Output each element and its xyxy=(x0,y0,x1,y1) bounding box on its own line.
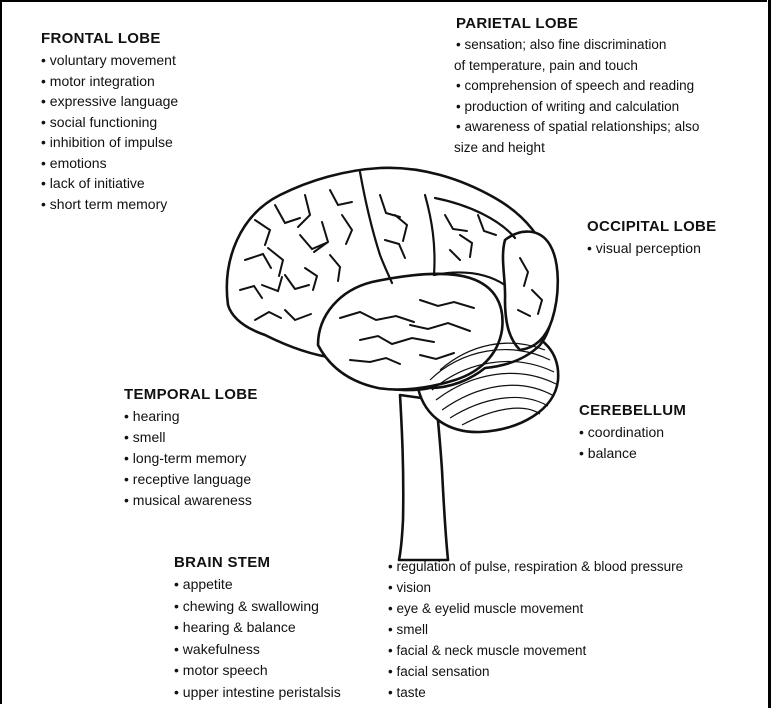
temporal-item: • receptive language xyxy=(124,469,258,490)
brain-stem-section: BRAIN STEM • appetite • chewing & swallo… xyxy=(174,554,341,703)
temporal-item: • long-term memory xyxy=(124,448,258,469)
parietal-item: • awareness of spatial relationships; al… xyxy=(456,117,699,138)
temporal-item: • smell xyxy=(124,427,258,448)
cerebellum-item: • balance xyxy=(579,443,686,464)
occipital-lobe-section: OCCIPITAL LOBE • visual perception xyxy=(587,218,716,259)
brain-stem-item: • eye & eyelid muscle movement xyxy=(388,598,683,619)
frontal-lobe-section: FRONTAL LOBE • voluntary movement • moto… xyxy=(41,30,178,214)
frontal-item: • emotions xyxy=(41,153,178,174)
cerebellum-item: • coordination xyxy=(579,422,686,443)
brain-stem-item: • appetite xyxy=(174,574,341,596)
cerebellum-title: CEREBELLUM xyxy=(579,402,686,419)
frontal-item: • short term memory xyxy=(41,194,178,215)
brain-stem-item: • hearing & balance xyxy=(174,617,341,639)
parietal-item: • sensation; also fine discrimination xyxy=(456,35,699,56)
brain-stem-item: • regulation of pulse, respiration & blo… xyxy=(388,556,683,577)
temporal-item: • musical awareness xyxy=(124,490,258,511)
frontal-item: • expressive language xyxy=(41,91,178,112)
frontal-item: • social functioning xyxy=(41,112,178,133)
cerebellum-section: CEREBELLUM • coordination • balance xyxy=(579,402,686,464)
brain-stem-item: • vision xyxy=(388,577,683,598)
temporal-lobe-section: TEMPORAL LOBE • hearing • smell • long-t… xyxy=(124,386,258,511)
brain-stem-item: • motor speech xyxy=(174,660,341,682)
brain-stem-item: • smell xyxy=(388,619,683,640)
frontal-lobe-title: FRONTAL LOBE xyxy=(41,30,178,47)
occipital-item: • visual perception xyxy=(587,238,716,259)
brain-stem-item: • wakefulness xyxy=(174,639,341,661)
occipital-lobe-title: OCCIPITAL LOBE xyxy=(587,218,716,235)
brain-stem-item: • chewing & swallowing xyxy=(174,596,341,618)
parietal-lobe-title: PARIETAL LOBE xyxy=(456,15,699,32)
frontal-item: • lack of initiative xyxy=(41,173,178,194)
temporal-lobe-title: TEMPORAL LOBE xyxy=(124,386,258,403)
frontal-item: • inhibition of impulse xyxy=(41,132,178,153)
brain-stem-item: • facial sensation xyxy=(388,661,683,682)
brain-stem-item: • taste xyxy=(388,682,683,703)
parietal-lobe-section: PARIETAL LOBE • sensation; also fine dis… xyxy=(456,15,699,158)
parietal-item: of temperature, pain and touch xyxy=(454,56,699,77)
temporal-item: • hearing xyxy=(124,406,258,427)
parietal-item: size and height xyxy=(454,138,699,159)
brain-stem-section-right: • regulation of pulse, respiration & blo… xyxy=(388,556,683,703)
frontal-item: • voluntary movement xyxy=(41,50,178,71)
parietal-item: • production of writing and calculation xyxy=(456,97,699,118)
frontal-item: • motor integration xyxy=(41,71,178,92)
brain-stem-item: • facial & neck muscle movement xyxy=(388,640,683,661)
parietal-item: • comprehension of speech and reading xyxy=(456,76,699,97)
occipital-lobe-shape xyxy=(503,232,558,350)
brain-stem-title: BRAIN STEM xyxy=(174,554,341,571)
brain-stem-item: • upper intestine peristalsis xyxy=(174,682,341,704)
